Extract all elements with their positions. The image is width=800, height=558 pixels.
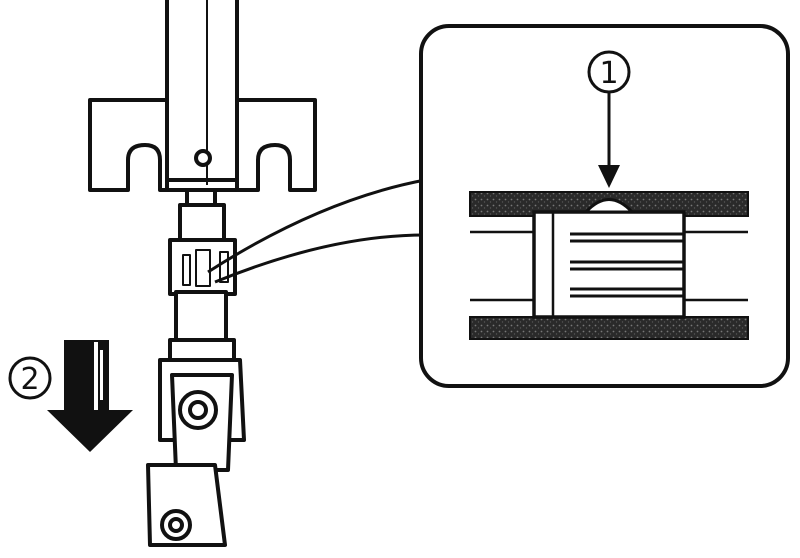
down-arrow-icon [47, 340, 133, 452]
callout-2-label: 2 [20, 362, 39, 397]
leader-lines [207, 178, 426, 284]
alignment-mark [582, 198, 636, 214]
zoom-detail-panel: 1 [419, 24, 790, 388]
lower-wall [469, 316, 749, 340]
universal-joint [146, 358, 246, 547]
bolt-hole [194, 149, 212, 167]
callout-2: 2 [8, 356, 52, 400]
callout-1: 1 [587, 50, 631, 94]
mounting-bracket [88, 98, 317, 192]
intermediate-shaft [168, 188, 237, 362]
pointer-arrow-icon [598, 92, 620, 188]
callout-1-label: 1 [599, 56, 618, 91]
slider-block [532, 210, 686, 319]
